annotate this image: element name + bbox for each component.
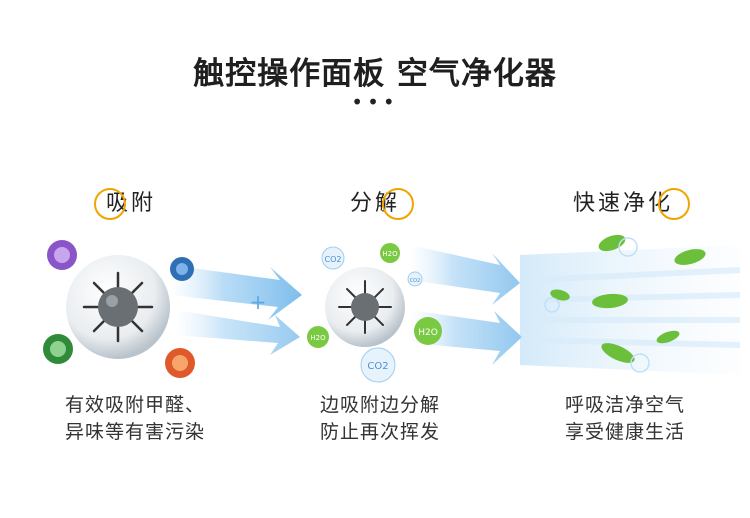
molecule-co2-small: CO2: [407, 271, 423, 287]
title-dots: •••: [351, 90, 399, 114]
air-flow-arrows-2: [410, 245, 741, 375]
svg-text:CO2: CO2: [325, 255, 342, 264]
page-title: 触控操作面板 空气净化器: [193, 56, 557, 92]
stage-desc-adsorb: 有效吸附甲醛、 异味等有害污染: [64, 394, 205, 443]
germ-purple: [47, 240, 77, 270]
germ-orange: [165, 348, 195, 378]
svg-text:H2O: H2O: [418, 328, 438, 338]
germ-blue: [170, 257, 194, 281]
svg-text:CO2: CO2: [410, 278, 421, 284]
stage-desc-purify: 呼吸洁净空气 享受健康生活: [564, 394, 685, 443]
svg-text:CO2: CO2: [367, 361, 388, 372]
virus-bubble-medium: [325, 267, 405, 347]
molecule-co2-top: CO2: [321, 246, 345, 270]
stage-desc-decompose: 边吸附边分解 防止再次挥发: [319, 394, 440, 443]
stage-label-decompose: 分解: [340, 186, 414, 222]
plus-icon: +: [250, 290, 267, 314]
svg-text:H2O: H2O: [382, 250, 398, 258]
molecule-h2o-top: H2O: [380, 243, 400, 263]
leaf-icons: [550, 234, 706, 363]
water-bubbles: [544, 237, 650, 373]
molecule-h2o-left: H2O: [307, 326, 329, 348]
virus-bubble-large: [66, 255, 170, 359]
molecule-h2o-right: H2O: [414, 317, 442, 345]
svg-text:H2O: H2O: [310, 334, 326, 342]
purification-illustration: +: [43, 234, 741, 383]
molecule-co2-bottom: CO2: [360, 347, 396, 383]
germ-green: [43, 334, 73, 364]
stage-label-adsorb: 吸附: [94, 186, 166, 222]
air-flow-arrows-1: [170, 265, 302, 355]
stage-label-purify: 快速净化: [558, 186, 690, 222]
